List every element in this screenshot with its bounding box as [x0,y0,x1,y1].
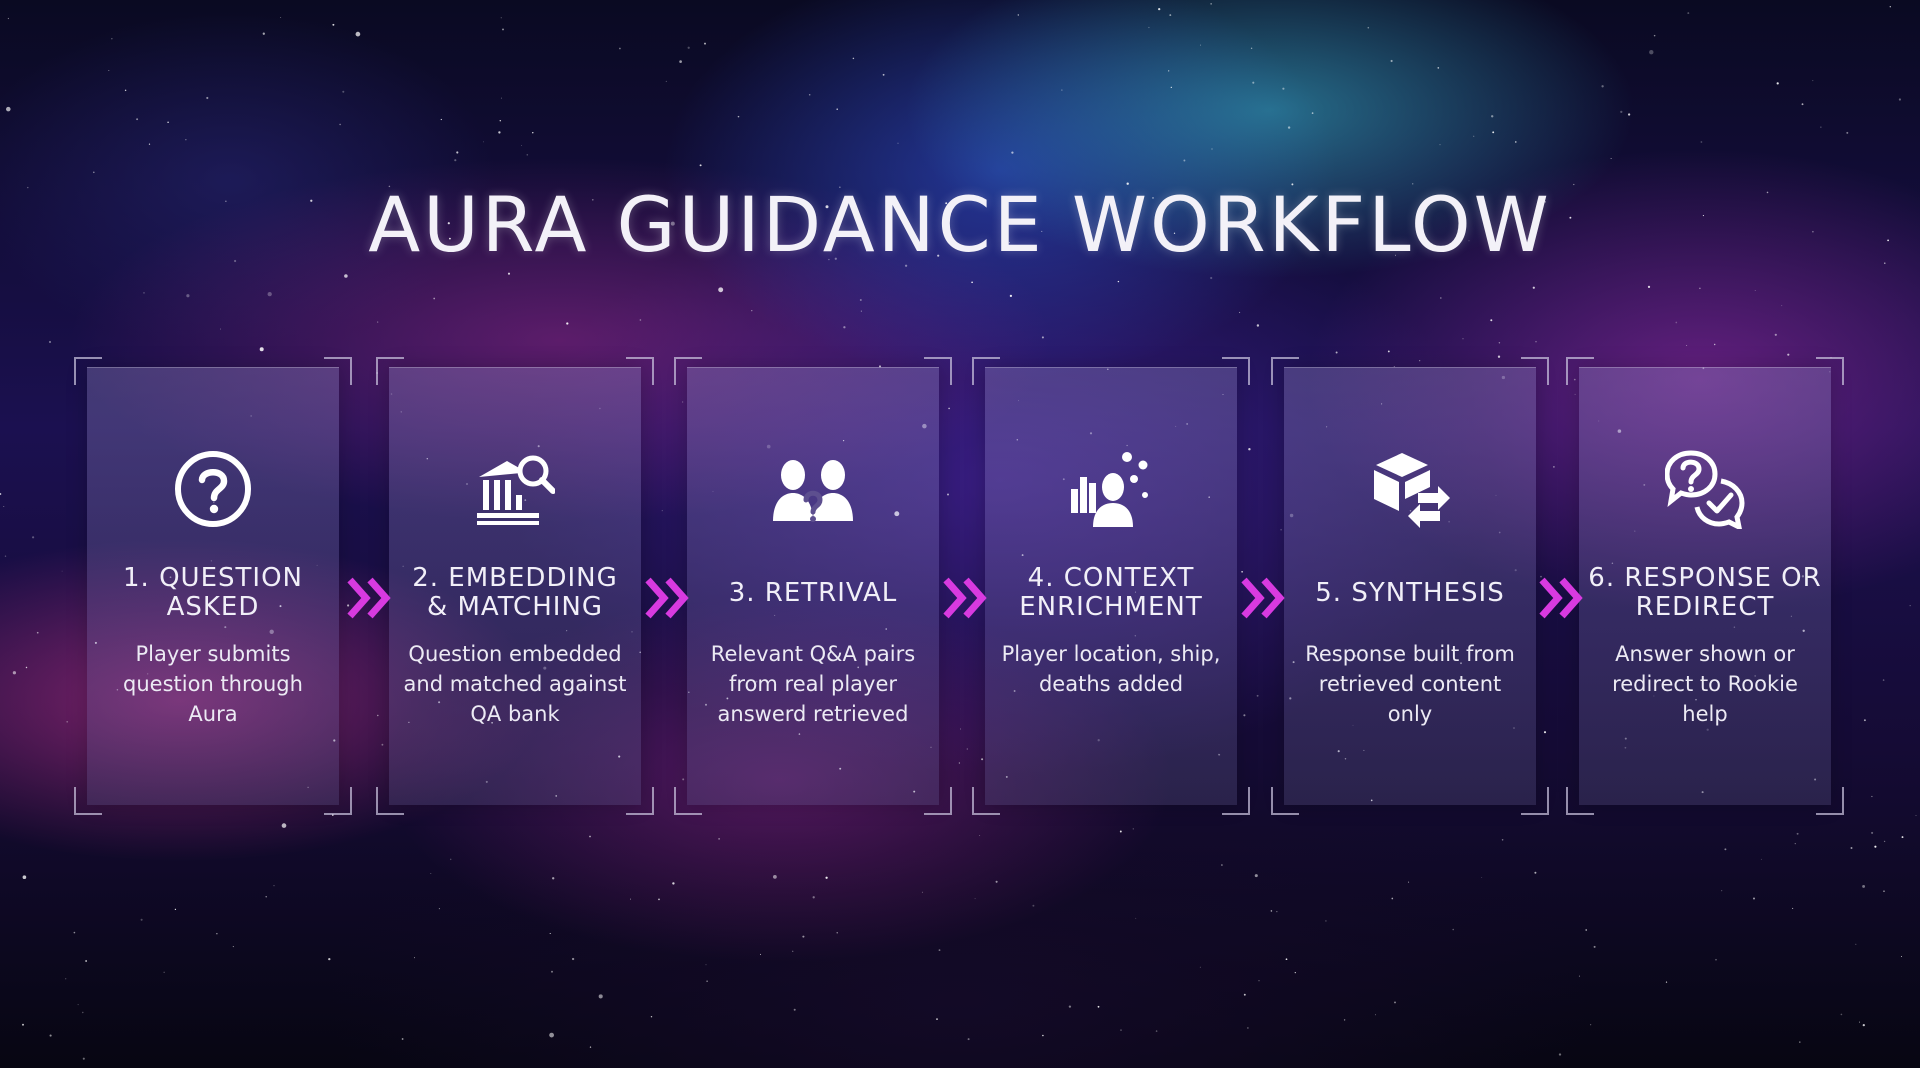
corner-bracket [626,787,654,815]
bank-search-icon [475,449,555,529]
chevron-right-icon [1240,575,1292,621]
corner-bracket [972,357,1000,385]
step-card-response-redirect: 6. RESPONSE OR REDIRECT Answer shown or … [1566,357,1844,815]
step-description: Answer shown or redirect to Rookie help [1612,642,1798,726]
step-title: 3. RETRIVAL [728,577,898,608]
chevron-right-icon [346,575,398,621]
chat-question-check-icon [1665,449,1745,529]
corner-bracket [1271,357,1299,385]
corner-bracket [74,787,102,815]
step-title: 6. RESPONSE OR REDIRECT [1588,563,1822,622]
person-context-icon [1071,449,1151,529]
corner-bracket [626,357,654,385]
corner-bracket [1271,787,1299,815]
corner-bracket [674,787,702,815]
corner-bracket [74,357,102,385]
corner-bracket [972,787,1000,815]
step-description: Response built from retrieved content on… [1305,642,1515,726]
step-description: Relevant Q&A pairs from real player answ… [710,642,916,726]
corner-bracket [674,357,702,385]
question-circle-icon [173,449,253,529]
chevron-right-icon [942,575,994,621]
corner-bracket [1816,357,1844,385]
corner-bracket [376,357,404,385]
corner-bracket [1566,357,1594,385]
corner-bracket [1566,787,1594,815]
corner-bracket [376,787,404,815]
step-card-context-enrichment: 4. CONTEXT ENRICHMENT Player location, s… [972,357,1250,815]
corner-bracket [1521,787,1549,815]
corner-bracket [1521,357,1549,385]
step-card-question-asked: 1. QUESTION ASKED Player submits questio… [74,357,352,815]
corner-bracket [1222,357,1250,385]
cube-exchange-icon [1370,449,1450,529]
chevron-right-icon [1538,575,1590,621]
corner-bracket [1816,787,1844,815]
step-card-retrival: 3. RETRIVAL Relevant Q&A pairs from real… [674,357,952,815]
step-card-embedding-matching: 2. EMBEDDING & MATCHING Question embedde… [376,357,654,815]
step-description: Player submits question through Aura [123,642,303,726]
corner-bracket [924,357,952,385]
page-title: AURA GUIDANCE WORKFLOW [368,180,1552,269]
chevron-right-icon [644,575,696,621]
corner-bracket [324,357,352,385]
step-card-synthesis: 5. SYNTHESIS Response built from retriev… [1271,357,1549,815]
step-title: 4. CONTEXT ENRICHMENT [1019,563,1203,622]
step-description: Question embedded and matched against QA… [403,642,627,726]
corner-bracket [924,787,952,815]
step-title: 2. EMBEDDING & MATCHING [412,563,618,622]
people-question-icon [773,449,853,529]
step-title: 1. QUESTION ASKED [123,563,303,622]
step-description: Player location, ship, deaths added [1001,642,1221,696]
step-title: 5. SYNTHESIS [1315,577,1505,608]
corner-bracket [324,787,352,815]
corner-bracket [1222,787,1250,815]
